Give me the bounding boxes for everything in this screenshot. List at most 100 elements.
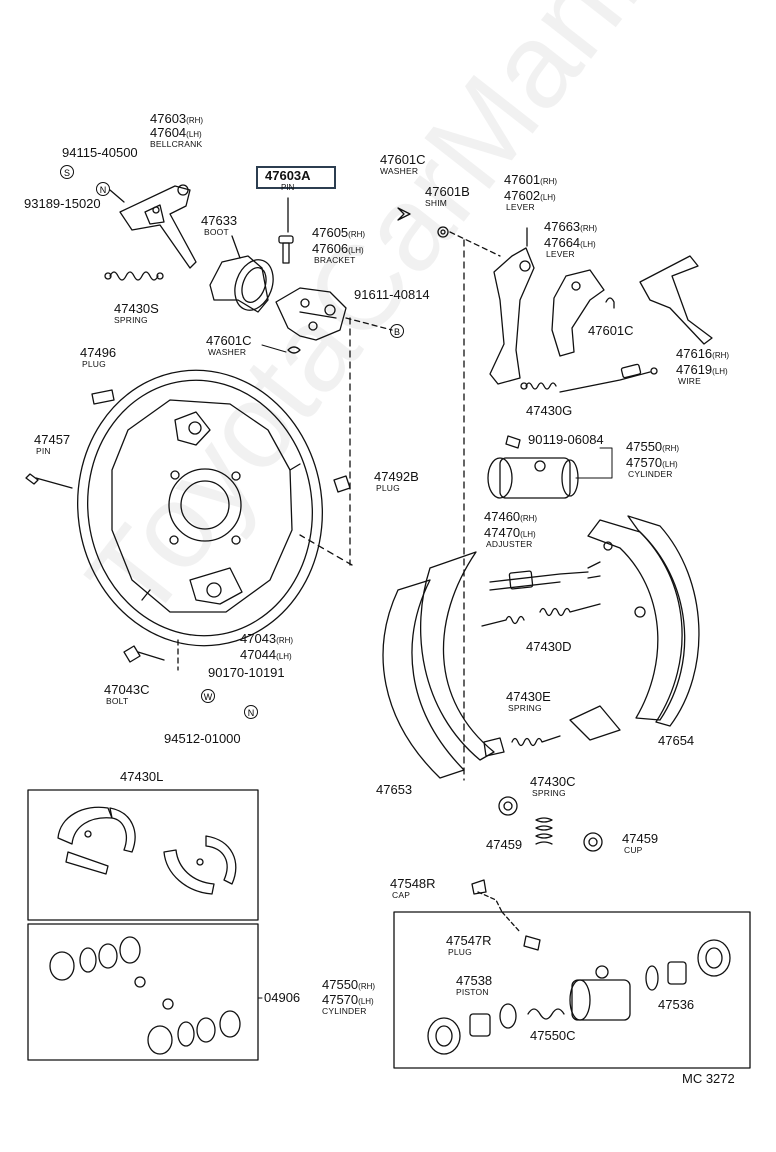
part-90170-10191[interactable]: 90170-10191 — [208, 665, 285, 680]
part-47633[interactable]: 47633 — [201, 213, 238, 228]
part-47654[interactable]: 47654 — [658, 733, 695, 748]
part-94115-40500[interactable]: 94115-40500 — [62, 145, 138, 160]
part-47550c[interactable]: 47550C — [530, 1028, 576, 1043]
part-04906[interactable]: 04906 — [264, 990, 301, 1005]
spring-47430g[interactable] — [525, 382, 557, 390]
part-47550-bottom[interactable]: 47550(RH) — [322, 977, 376, 992]
part-47550-top[interactable]: 47550(RH) — [626, 439, 680, 454]
label-spring-c: SPRING — [532, 788, 566, 798]
part-47606[interactable]: 47606(LH) — [312, 241, 364, 256]
part-47601b[interactable]: 47601B — [425, 184, 470, 199]
backing-plate-47043[interactable] — [60, 354, 340, 661]
part-47430e[interactable]: 47430E — [506, 689, 551, 704]
label-spring-s: SPRING — [114, 315, 148, 325]
part-47663[interactable]: 47663(RH) — [544, 219, 598, 234]
boot-47633[interactable] — [209, 235, 280, 316]
part-47460[interactable]: 47460(RH) — [484, 509, 538, 524]
highlight-box-47603a[interactable] — [256, 166, 336, 189]
bellcrank-part[interactable] — [119, 184, 197, 269]
label-washer-mid: WASHER — [208, 347, 247, 357]
part-47603a[interactable]: 47603A — [265, 168, 311, 183]
symbol-n-circle-top: N — [96, 182, 110, 196]
label-cap: CAP — [392, 890, 411, 900]
brake-shoe-47654[interactable] — [569, 515, 700, 741]
brake-shoe-47653[interactable] — [382, 551, 495, 779]
label-plug-c: PLUG — [448, 947, 472, 957]
label-wire: WIRE — [678, 376, 701, 386]
part-47538[interactable]: 47538 — [456, 973, 493, 988]
part-90119-06084[interactable]: 90119-06084 — [528, 432, 604, 447]
cup-47459-right[interactable] — [583, 832, 603, 852]
label-plug-a: PLUG — [82, 359, 106, 369]
part-47601c-right[interactable]: 47601C — [588, 323, 634, 338]
cylinder-kit-parts[interactable] — [49, 936, 241, 1055]
part-47605[interactable]: 47605(RH) — [312, 225, 366, 240]
part-47430l[interactable]: 47430L — [120, 769, 164, 784]
kit-box-04906 — [27, 923, 259, 1061]
spring-47430d[interactable] — [481, 603, 601, 627]
label-spring-e: SPRING — [508, 703, 542, 713]
part-93189-15020[interactable]: 93189-15020 — [24, 196, 101, 211]
part-47653[interactable]: 47653 — [376, 782, 413, 797]
part-91611-40814[interactable]: 91611-40814 — [354, 287, 430, 302]
pin-47603a[interactable] — [278, 197, 294, 264]
part-47430s[interactable]: 47430S — [114, 301, 159, 316]
part-47664[interactable]: 47664(LH) — [544, 235, 596, 250]
wheel-cylinder-47550-bottom[interactable] — [427, 939, 731, 1055]
part-47470[interactable]: 47470(LH) — [484, 525, 536, 540]
part-47492b[interactable]: 47492B — [374, 469, 419, 484]
cup-47459-left[interactable] — [498, 796, 518, 816]
spring-47430e[interactable] — [511, 735, 561, 747]
part-47459-left[interactable]: 47459 — [486, 837, 523, 852]
part-47044[interactable]: 47044(LH) — [240, 647, 292, 662]
lever-outline-right — [639, 255, 713, 345]
spring-47430s[interactable] — [109, 271, 159, 281]
label-bolt: BOLT — [106, 696, 129, 706]
pin-47457[interactable] — [25, 473, 73, 489]
cylinder-assembly-box — [393, 911, 751, 1069]
spring-47430c[interactable] — [535, 817, 553, 845]
lever-47663[interactable] — [551, 269, 605, 357]
part-47602[interactable]: 47602(LH) — [504, 188, 556, 203]
part-47430c[interactable]: 47430C — [530, 774, 576, 789]
part-47043c[interactable]: 47043C — [104, 682, 150, 697]
part-47043[interactable]: 47043(RH) — [240, 631, 294, 646]
part-47536[interactable]: 47536 — [658, 997, 695, 1012]
symbol-n-circle-bottom: N — [244, 705, 258, 719]
shoe-kit-pair-right[interactable] — [163, 835, 237, 895]
part-47496[interactable]: 47496 — [80, 345, 117, 360]
label-pin-left: PIN — [36, 446, 51, 456]
part-47570-bottom[interactable]: 47570(LH) — [322, 992, 374, 1007]
lever-47601[interactable] — [489, 227, 535, 385]
part-47603[interactable]: 47603(RH) — [150, 111, 204, 126]
part-47619[interactable]: 47619(LH) — [676, 362, 728, 377]
adjuster-47460[interactable] — [489, 561, 601, 591]
part-47616[interactable]: 47616(RH) — [676, 346, 730, 361]
label-boot: BOOT — [204, 227, 229, 237]
part-47601c-mid[interactable]: 47601C — [206, 333, 252, 348]
part-47601[interactable]: 47601(RH) — [504, 172, 558, 187]
part-47430g[interactable]: 47430G — [526, 403, 573, 418]
part-94512-01000[interactable]: 94512-01000 — [164, 731, 241, 746]
part-47547r[interactable]: 47547R — [446, 933, 492, 948]
label-lever-b: LEVER — [546, 249, 575, 259]
part-47430d[interactable]: 47430D — [526, 639, 572, 654]
wire-47616[interactable] — [559, 363, 658, 393]
bracket-47605[interactable] — [275, 287, 347, 341]
bolt-47043c[interactable] — [123, 645, 165, 663]
plug-47496[interactable] — [91, 389, 115, 405]
wheel-cylinder-47550-top[interactable] — [487, 457, 579, 499]
part-47459-right[interactable]: 47459 — [622, 831, 659, 846]
part-47570-top[interactable]: 47570(LH) — [626, 455, 678, 470]
part-47601c-top[interactable]: 47601C — [380, 152, 426, 167]
label-lever-a: LEVER — [506, 202, 535, 212]
label-bracket: BRACKET — [314, 255, 356, 265]
plug-47492b[interactable] — [333, 475, 351, 493]
part-47457[interactable]: 47457 — [34, 432, 71, 447]
part-47604[interactable]: 47604(LH) — [150, 125, 202, 140]
label-shim: SHIM — [425, 198, 448, 208]
shoe-kit-pair-left[interactable] — [57, 806, 136, 875]
part-47548r[interactable]: 47548R — [390, 876, 436, 891]
